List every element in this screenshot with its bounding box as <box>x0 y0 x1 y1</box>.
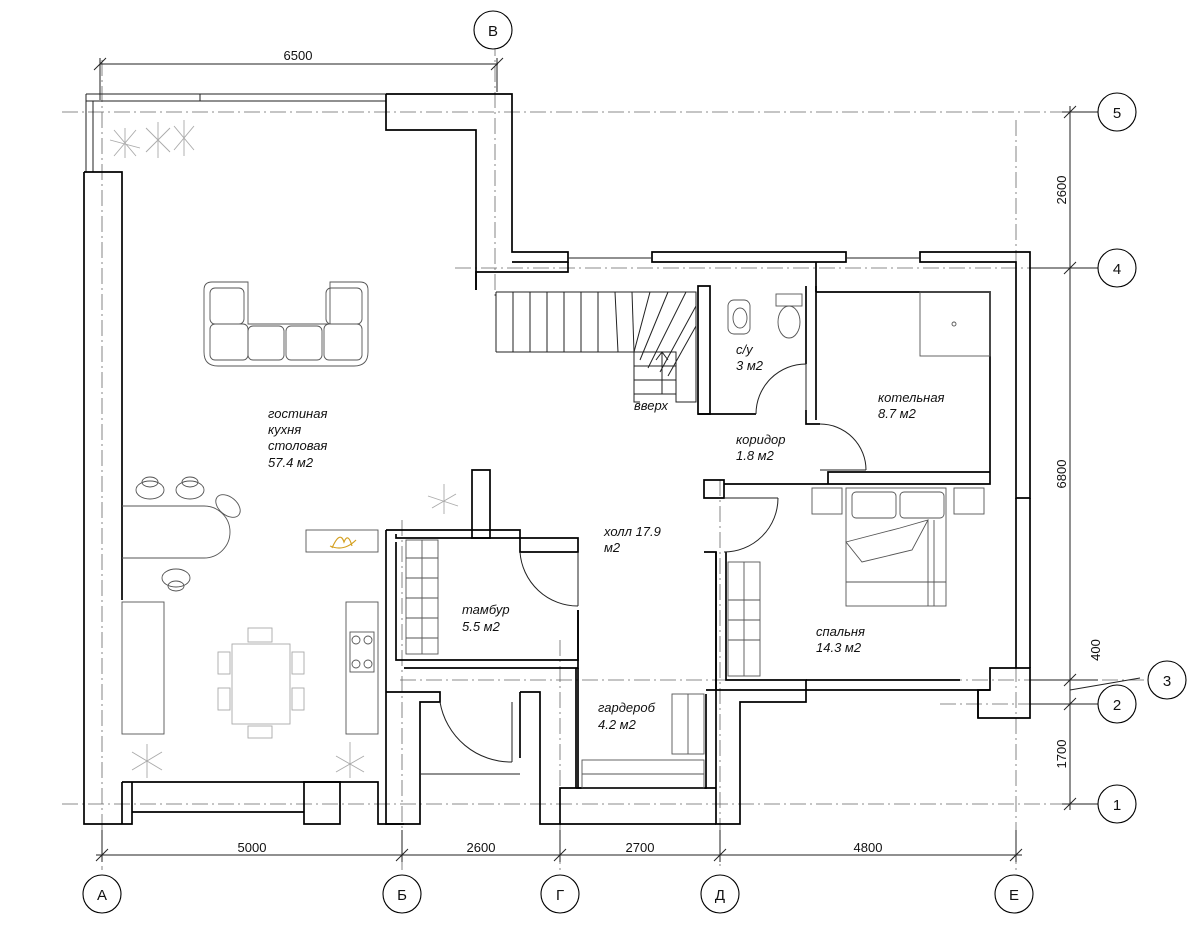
room-bedroom-area: 14.3 м2 <box>816 640 862 655</box>
room-corridor-name: коридор <box>736 432 785 447</box>
plant-icon <box>109 120 459 778</box>
kitchen-counters <box>121 529 379 735</box>
dim-bottom-4800: 4800 <box>854 840 883 855</box>
axis-label-2: 2 <box>1113 697 1121 714</box>
axis-label-b: Б <box>397 887 407 904</box>
axis-label-v: В <box>488 23 498 40</box>
dining-table <box>217 627 305 739</box>
dim-top-6500: 6500 <box>284 48 313 63</box>
room-living-area: 57.4 м2 <box>268 455 314 470</box>
axis-label-d: Д <box>715 887 725 904</box>
dimension-labels: 6500 5000 2600 2700 4800 2600 6800 400 1… <box>238 48 1103 855</box>
shelving <box>405 539 761 789</box>
dim-right-2600: 2600 <box>1054 176 1069 205</box>
room-vestibule-name: тамбур <box>462 602 510 617</box>
room-hall-line-2: м2 <box>604 540 621 555</box>
axis-label-e: Е <box>1009 887 1019 904</box>
axis-label-3: 3 <box>1163 673 1171 690</box>
room-wardrobe-name: гардероб <box>598 700 656 715</box>
axis-label-g: Г <box>556 887 564 904</box>
room-living-line-1: гостиная <box>268 406 327 421</box>
dim-right-400: 400 <box>1088 639 1103 661</box>
dim-bottom-5000: 5000 <box>238 840 267 855</box>
sofa <box>203 281 369 367</box>
axis-label-5: 5 <box>1113 105 1121 122</box>
axis-label-1: 1 <box>1113 797 1121 814</box>
room-living-line-3: столовая <box>268 438 327 453</box>
room-boiler-name: котельная <box>878 390 945 405</box>
axis-label-4: 4 <box>1113 261 1121 278</box>
furniture <box>109 120 991 789</box>
kitchen-island <box>122 476 241 592</box>
dim-bottom-2700: 2700 <box>626 840 655 855</box>
doors <box>439 363 867 763</box>
room-hall-line-1: холл 17.9 <box>603 524 661 539</box>
room-corridor-area: 1.8 м2 <box>736 448 775 463</box>
dim-right-1700: 1700 <box>1054 740 1069 769</box>
room-boiler-area: 8.7 м2 <box>878 406 917 421</box>
bed <box>811 487 985 607</box>
dim-bottom-2600: 2600 <box>467 840 496 855</box>
room-wardrobe-area: 4.2 м2 <box>598 717 637 732</box>
axis-lines <box>62 40 1150 870</box>
boiler-unit <box>919 291 991 357</box>
room-labels: гостиная кухня столовая 57.4 м2 холл 17.… <box>268 342 945 732</box>
room-bathroom-area: 3 м2 <box>736 358 764 373</box>
bathroom-fixtures <box>727 293 803 339</box>
staircase: вверх <box>495 291 697 413</box>
room-living-line-2: кухня <box>268 422 301 437</box>
room-vestibule-area: 5.5 м2 <box>462 619 501 634</box>
axis-label-a: А <box>97 887 107 904</box>
stair-label: вверх <box>634 398 668 413</box>
fireplace-icon <box>329 536 357 549</box>
walls <box>83 93 1031 825</box>
dim-right-6800: 6800 <box>1054 460 1069 489</box>
room-bedroom-name: спальня <box>816 624 865 639</box>
room-bathroom-name: с/у <box>736 342 754 357</box>
dimension-lines <box>93 57 1141 862</box>
axis-markers: А Б Г Д Е В 5 4 3 2 1 <box>82 10 1187 914</box>
